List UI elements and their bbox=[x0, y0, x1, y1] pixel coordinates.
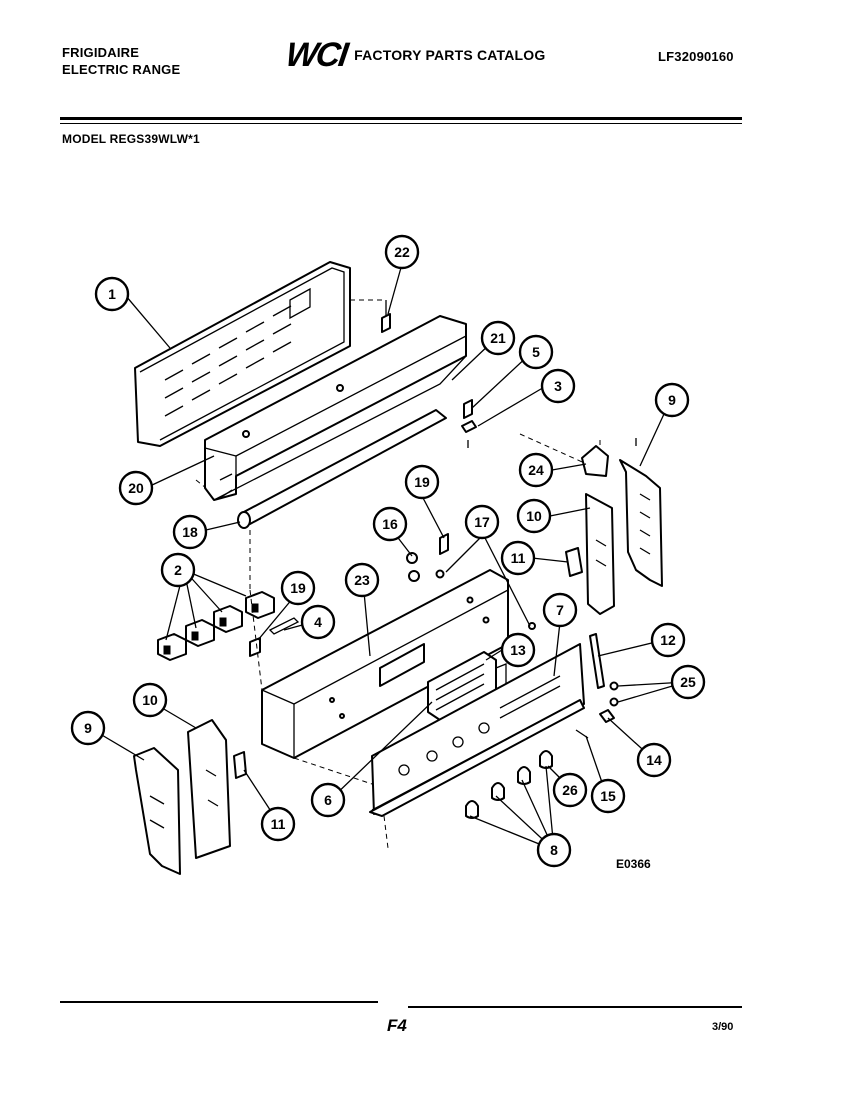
callout-7: 7 bbox=[542, 592, 578, 628]
callout-18: 18 bbox=[172, 514, 208, 550]
callout-22: 22 bbox=[384, 234, 420, 270]
assembly-lines bbox=[195, 299, 389, 849]
callout-14: 14 bbox=[636, 742, 672, 778]
svg-text:20: 20 bbox=[128, 480, 144, 496]
callout-25: 25 bbox=[670, 664, 706, 700]
svg-text:2: 2 bbox=[174, 562, 182, 578]
callout-26: 26 bbox=[552, 772, 588, 808]
header-rule-thin bbox=[60, 123, 742, 124]
callout-15: 15 bbox=[590, 778, 626, 814]
svg-text:15: 15 bbox=[600, 788, 616, 804]
glass-panel bbox=[134, 261, 351, 447]
small-clips bbox=[381, 300, 477, 448]
callout-6: 6 bbox=[310, 782, 346, 818]
svg-text:25: 25 bbox=[680, 674, 696, 690]
svg-text:5: 5 bbox=[532, 344, 540, 360]
svg-text:19: 19 bbox=[414, 474, 430, 490]
front-panel bbox=[369, 643, 585, 817]
callout-16: 16 bbox=[372, 506, 408, 542]
footer-rule-right bbox=[408, 1006, 742, 1008]
svg-text:4: 4 bbox=[314, 614, 322, 630]
callout-8: 8 bbox=[536, 832, 572, 868]
svg-text:19: 19 bbox=[290, 580, 306, 596]
right-bracket-assembly bbox=[519, 433, 663, 615]
svg-text:9: 9 bbox=[668, 392, 676, 408]
small-brackets-left bbox=[249, 617, 300, 657]
svg-text:9: 9 bbox=[84, 720, 92, 736]
callout-10-left: 10 bbox=[132, 682, 168, 718]
callout-9-right: 9 bbox=[654, 382, 690, 418]
catalog-number: LF32090160 bbox=[658, 49, 734, 64]
svg-text:3: 3 bbox=[554, 378, 562, 394]
footer-rule-left bbox=[60, 1001, 378, 1003]
callout-2: 2 bbox=[160, 552, 196, 588]
svg-text:17: 17 bbox=[474, 514, 490, 530]
callout-20: 20 bbox=[118, 470, 154, 506]
svg-text:14: 14 bbox=[646, 752, 662, 768]
svg-text:10: 10 bbox=[142, 692, 158, 708]
svg-text:12: 12 bbox=[660, 632, 676, 648]
svg-text:26: 26 bbox=[562, 782, 578, 798]
svg-text:16: 16 bbox=[382, 516, 398, 532]
callout-4: 4 bbox=[300, 604, 336, 640]
svg-text:7: 7 bbox=[556, 602, 564, 618]
small-hardware-center bbox=[406, 533, 536, 630]
callout-21: 21 bbox=[480, 320, 516, 356]
callout-19-left: 19 bbox=[280, 570, 316, 606]
svg-text:11: 11 bbox=[271, 816, 286, 832]
svg-text:24: 24 bbox=[528, 462, 544, 478]
brand-name: FRIGIDAIRE bbox=[62, 45, 140, 60]
callout-19-center: 19 bbox=[404, 464, 440, 500]
svg-text:11: 11 bbox=[511, 550, 526, 566]
svg-text:21: 21 bbox=[490, 330, 506, 346]
rod bbox=[237, 409, 447, 529]
svg-text:1: 1 bbox=[108, 286, 116, 302]
diagram-code: E0366 bbox=[616, 857, 651, 871]
callout-11-left: 11 bbox=[260, 806, 296, 842]
catalog-header: WCI FACTORY PARTS CATALOG bbox=[283, 36, 546, 74]
svg-text:22: 22 bbox=[394, 244, 410, 260]
callout-5: 5 bbox=[518, 334, 554, 370]
callout-1: 1 bbox=[94, 276, 130, 312]
callout-3: 3 bbox=[540, 368, 576, 404]
page-number: F4 bbox=[387, 1016, 407, 1035]
callout-17: 17 bbox=[464, 504, 500, 540]
callout-9-left: 9 bbox=[70, 710, 106, 746]
small-hardware-right bbox=[575, 633, 619, 739]
callout-11-right: 11 bbox=[500, 540, 536, 576]
svg-text:8: 8 bbox=[550, 842, 558, 858]
callout-10-right: 10 bbox=[516, 498, 552, 534]
svg-text:6: 6 bbox=[324, 792, 332, 808]
model-number: MODEL REGS39WLW*1 bbox=[62, 132, 200, 146]
svg-text:23: 23 bbox=[354, 572, 370, 588]
callout-24: 24 bbox=[518, 452, 554, 488]
revision-date: 3/90 bbox=[712, 1021, 734, 1033]
callout-23: 23 bbox=[344, 562, 380, 598]
callout-12: 12 bbox=[650, 622, 686, 658]
control-knobs bbox=[465, 750, 553, 819]
svg-text:10: 10 bbox=[526, 508, 542, 524]
svg-text:18: 18 bbox=[182, 524, 198, 540]
callout-13: 13 bbox=[500, 632, 536, 668]
header-rule-thick bbox=[60, 117, 742, 120]
trim-channel bbox=[204, 315, 467, 501]
left-bracket-assembly bbox=[133, 719, 247, 875]
svg-text:13: 13 bbox=[510, 642, 526, 658]
brand-label: FRIGIDAIRE ELECTRIC RANGE bbox=[62, 44, 180, 78]
product-type: ELECTRIC RANGE bbox=[62, 62, 181, 77]
catalog-title: FACTORY PARTS CATALOG bbox=[354, 47, 546, 63]
